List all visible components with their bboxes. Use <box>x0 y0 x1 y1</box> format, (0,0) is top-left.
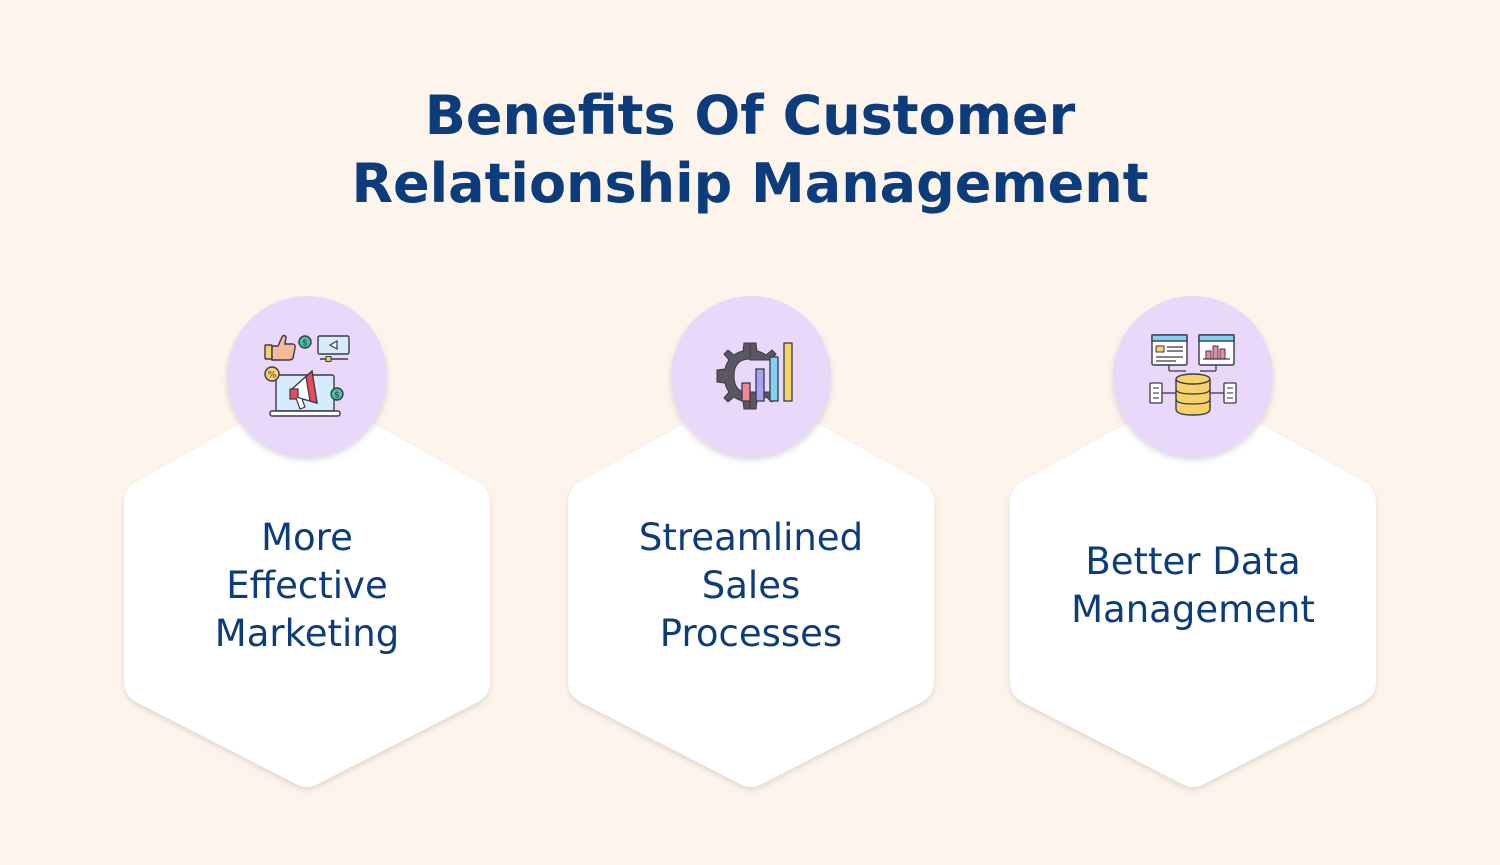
benefit-card-marketing: $ % $ More Effective Marketing <box>122 296 492 787</box>
label-line: Marketing <box>214 612 400 655</box>
icon-circle <box>671 296 831 456</box>
svg-text:$: $ <box>302 339 308 349</box>
hexagon-shape <box>124 386 490 787</box>
svg-text:%: % <box>268 371 277 381</box>
icon-circle: $ % $ <box>227 296 387 456</box>
svg-text:$: $ <box>334 391 340 401</box>
hexagon-shape <box>568 386 934 787</box>
page-title: Benefits Of Customer Relationship Manage… <box>0 82 1500 218</box>
data-management-icon <box>1149 334 1237 416</box>
label-line: Streamlined <box>638 516 864 559</box>
benefit-card-data: Better Data Management <box>1008 296 1378 787</box>
title-line-1: Benefits Of Customer <box>424 84 1076 147</box>
label-line: More <box>261 516 353 559</box>
icon-circle <box>1113 296 1273 456</box>
label-line: Management <box>1071 588 1315 631</box>
hexagon-shape <box>1010 386 1376 787</box>
benefit-card-sales: Streamlined Sales Processes <box>566 296 936 787</box>
label-line: Sales <box>701 564 801 607</box>
label-line: Better Data <box>1085 540 1301 583</box>
marketing-icon: $ % $ <box>264 334 350 417</box>
benefit-label: Streamlined Sales Processes <box>586 496 916 676</box>
sales-process-icon <box>716 342 793 410</box>
label-line: Effective <box>226 564 388 607</box>
label-line: Processes <box>659 612 843 655</box>
benefit-label: Better Data Management <box>1028 496 1358 676</box>
title-line-2: Relationship Management <box>351 152 1149 215</box>
benefit-label: More Effective Marketing <box>142 496 472 676</box>
